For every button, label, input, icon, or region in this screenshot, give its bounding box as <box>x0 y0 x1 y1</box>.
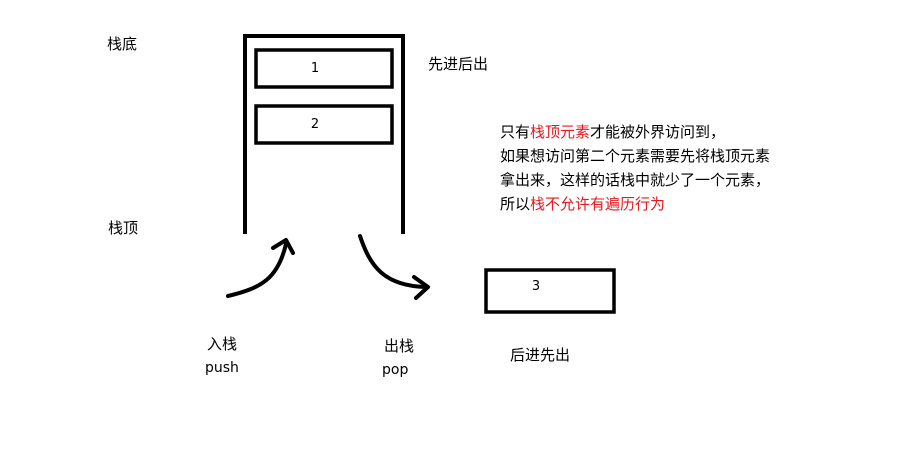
push-cn-label: 入栈 <box>207 335 238 353</box>
stack-element-box-1 <box>254 48 394 89</box>
box-3-label: 3 <box>531 279 541 294</box>
description-line-4-prefix: 所以 <box>500 195 531 213</box>
description-line-4: 所以栈不允许有遍历行为 <box>500 192 770 216</box>
description-line-1-prefix: 只有 <box>500 123 531 141</box>
stack-top-label: 栈顶 <box>108 219 139 237</box>
description-line-1-highlight: 栈顶元素 <box>530 123 591 141</box>
stack-element-box-2 <box>254 104 394 145</box>
pop-arrowhead <box>412 275 430 300</box>
description-line-2: 如果想访问第二个元素需要先将栈顶元素 <box>500 147 771 165</box>
box-1-label: 1 <box>310 61 320 76</box>
pop-en-label: pop <box>382 362 409 378</box>
popped-element-box-3 <box>484 268 616 314</box>
push-arrow <box>226 242 288 298</box>
description-line-1-suffix: 才能被外界访问到， <box>590 123 726 141</box>
description-text: 只有栈顶元素才能被外界访问到， 如果想访问第二个元素需要先将栈顶元素 拿出来，这… <box>500 120 770 216</box>
description-line-3: 拿出来，这样的话栈中就少了一个元素， <box>500 171 771 189</box>
pop-cn-label: 出栈 <box>384 337 415 355</box>
push-arrowhead <box>271 238 295 255</box>
box-2-label: 2 <box>310 117 320 132</box>
fifo-label: 先进后出 <box>428 55 489 73</box>
pop-arrow <box>358 234 428 289</box>
description-line-4-highlight: 栈不允许有遍历行为 <box>530 195 666 213</box>
stack-bottom-label: 栈底 <box>107 35 138 53</box>
push-en-label: push <box>205 360 239 376</box>
description-line-1: 只有栈顶元素才能被外界访问到， <box>500 120 770 144</box>
stack-container <box>243 34 405 234</box>
lifo-label: 后进先出 <box>510 346 571 364</box>
